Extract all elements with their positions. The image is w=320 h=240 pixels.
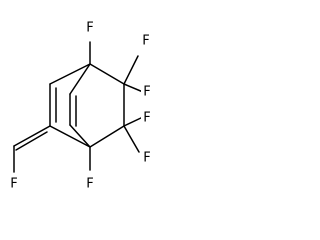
bond-c8-c4	[49, 125, 91, 148]
molecule-structure: F F F F F F F	[8, 20, 153, 192]
atom-f-top: F	[84, 20, 96, 36]
atom-f-upper-right-label: F	[142, 34, 149, 49]
atom-f-vinyl-label: F	[10, 177, 17, 192]
bond-c3-f-right	[123, 116, 144, 127]
atom-f-right-upper: F	[141, 84, 153, 100]
atom-f-upper-right: F	[140, 33, 152, 49]
atom-f-lower-right: F	[141, 150, 153, 166]
bond-c8-c9-inner	[15, 131, 48, 151]
bond-lines	[13, 41, 144, 173]
atom-f-bottom-label: F	[86, 177, 93, 192]
atom-f-top-label: F	[86, 21, 93, 36]
atom-f-vinyl: F	[8, 176, 20, 192]
bond-c1-c2	[89, 63, 125, 85]
atom-f-right-lower-label: F	[143, 111, 150, 126]
bond-c1-c7	[49, 63, 91, 85]
bond-c6-c4	[69, 124, 91, 148]
bond-c3-f-bottom	[123, 125, 140, 153]
bond-c2-f-top	[123, 55, 139, 85]
bond-c3-c4	[89, 125, 125, 148]
bond-c1-c5	[69, 63, 91, 95]
atom-f-right-lower: F	[141, 110, 153, 126]
atom-labels: F F F F F F F	[8, 20, 153, 192]
atom-f-lower-right-label: F	[143, 151, 150, 166]
atom-f-right-upper-label: F	[143, 85, 150, 100]
atom-f-bottom: F	[84, 176, 96, 192]
bond-c2-f-right	[123, 83, 144, 93]
bond-c8-c9	[13, 125, 51, 147]
